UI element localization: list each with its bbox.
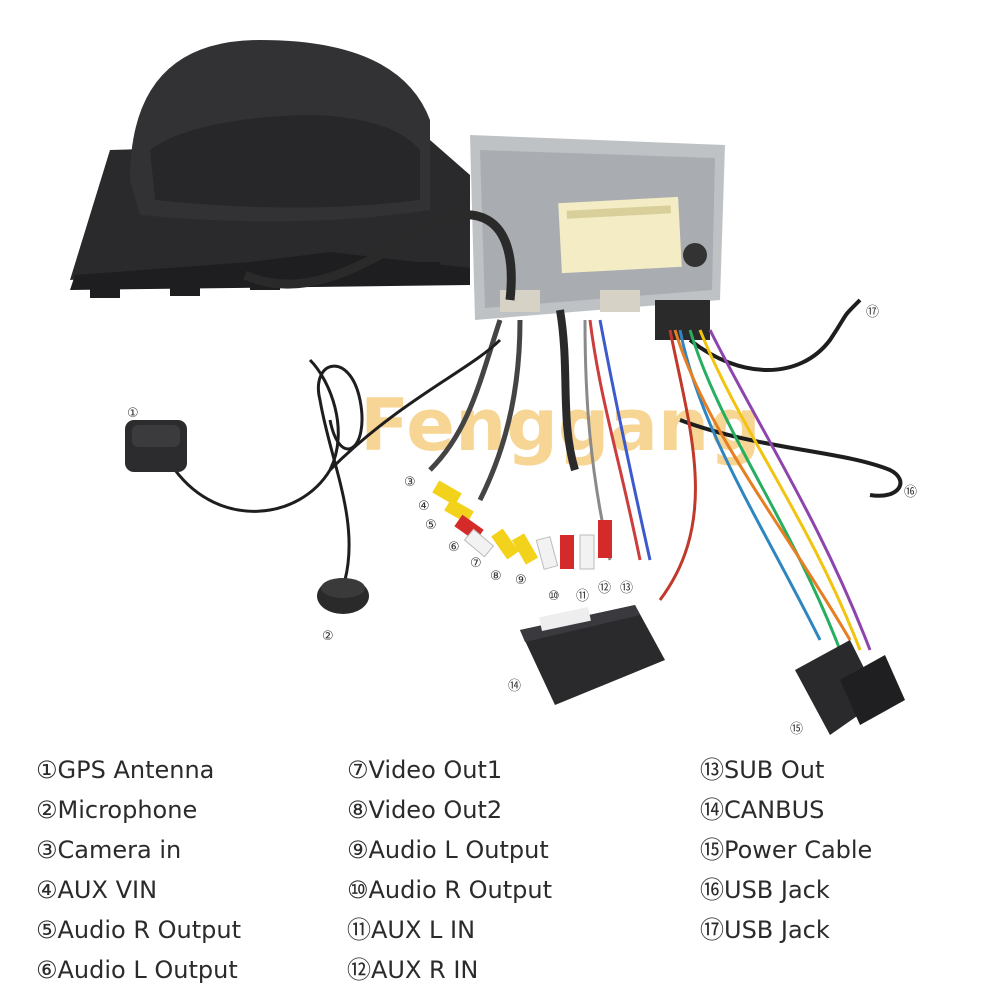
callout-3: ③ [404,475,416,490]
product-photo: Fenggang [70,40,917,737]
callout-labels: ① ② ③ ④ ⑤ ⑥ ⑦ ⑧ ⑨ ⑩ ⑪ ⑫ ⑬ ⑭ ⑮ ⑯ ⑰ [127,305,917,737]
callout-7: ⑦ [470,556,482,571]
power-harness-plugs [795,640,905,735]
legend-item: ⑨Audio L Output [347,836,549,864]
legend-item: ⑩Audio R Output [347,876,553,904]
callout-15: ⑮ [790,722,803,737]
dash-bezel [70,40,470,298]
legend-item: ③Camera in [36,836,182,864]
legend-item: ⑭CANBUS [700,796,825,824]
legend-item: ②Microphone [36,796,198,824]
rca-connectors [432,480,612,570]
callout-16: ⑯ [904,485,917,500]
legend-item: ④AUX VIN [36,876,158,904]
callout-13: ⑬ [620,581,633,596]
legend-item: ⑰USB Jack [700,916,830,944]
callout-11: ⑪ [576,589,589,604]
callout-6: ⑥ [448,540,460,555]
legend-item: ⑫AUX R IN [347,956,479,984]
legend-item: ⑬SUB Out [700,756,825,784]
callout-17: ⑰ [866,305,879,320]
callout-1: ① [127,406,139,421]
callout-14: ⑭ [508,679,521,694]
legend-item: ①GPS Antenna [36,756,215,784]
callout-4: ④ [418,499,430,514]
legend-column-1: ①GPS Antenna ②Microphone ③Camera in ④AUX… [36,750,241,990]
legend-item: ⑦Video Out1 [347,756,503,784]
callout-2: ② [322,629,334,644]
callout-8: ⑧ [490,569,502,584]
legend-item: ⑤Audio R Output [36,916,242,944]
callout-10: ⑩ [548,589,560,604]
legend-item: ⑮Power Cable [700,836,873,864]
legend-item: ⑥Audio L Output [36,956,238,984]
legend-item: ⑧Video Out2 [347,796,503,824]
legend-column-2: ⑦Video Out1 ⑧Video Out2 ⑨Audio L Output … [347,750,552,990]
legend-column-3: ⑬SUB Out ⑭CANBUS ⑮Power Cable ⑯USB Jack … [700,750,872,950]
wiring-looms [173,210,903,651]
microphone [317,578,369,614]
gps-antenna [125,420,187,472]
canbus-box [520,605,665,705]
callout-5: ⑤ [425,518,437,533]
legend-item: ⑯USB Jack [700,876,830,904]
legend-item: ⑪AUX L IN [347,916,476,944]
callout-12: ⑫ [598,581,611,596]
head-unit-chassis [470,135,725,340]
callout-9: ⑨ [515,573,527,588]
